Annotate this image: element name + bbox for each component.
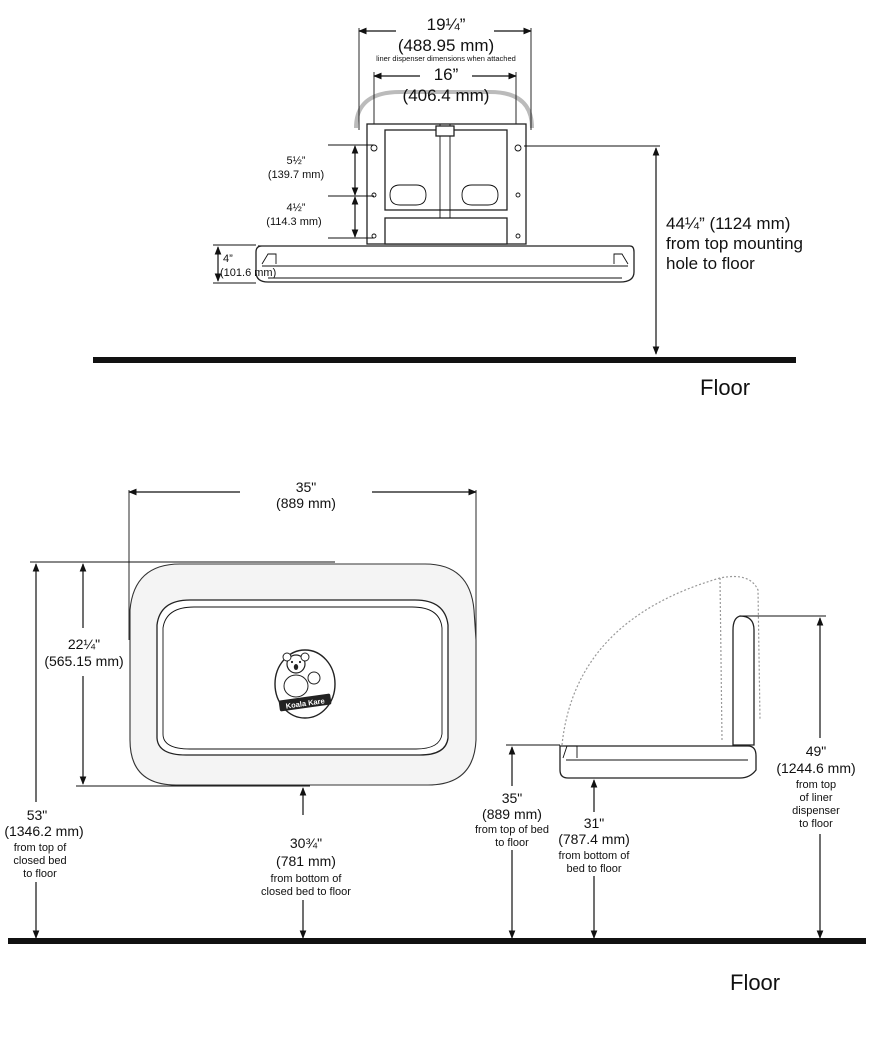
bottom-height-note1: from bottom of [271,873,343,885]
open-bed-arc [561,575,761,746]
bed-top-note2: to floor [495,837,529,849]
inner-width-label: 16” [434,65,459,84]
width-label: 35" [296,479,317,495]
outer-width-mm-label: (488.95 mm) [398,36,494,55]
bed-top-label: 35" [502,790,523,806]
floor-label: Floor [700,375,750,400]
dim-c-label: 4” [223,253,233,265]
height-label: 22¼" [68,636,100,652]
bottom-height-note2: closed bed to floor [261,886,351,898]
top-view: 19¼” (488.95 mm) liner dispenser dimensi… [93,15,803,400]
outer-width-label: 19¼” [427,15,466,34]
dim-b-mm-label: (114.3 mm) [266,216,321,228]
top-height-note2: closed bed [13,855,66,867]
bed-top-mm-label: (889 mm) [482,806,542,822]
bed-bottom-mm-label: (787.4 mm) [558,831,630,847]
top-height-note1: from top of [14,842,68,854]
floor-line [8,938,866,944]
dim-a-label: 5½” [287,155,306,167]
height-mm-label: (565.15 mm) [44,653,123,669]
mount-height-line2: from top mounting [666,234,803,253]
liner-top-mm-label: (1244.6 mm) [776,760,855,776]
bed-bottom-note2: bed to floor [566,863,621,875]
dim-b-label: 4½” [287,202,306,214]
bottom-height-label: 30¾" [290,835,322,851]
dim-c-mm-label: (101.6 mm) [220,267,276,279]
mount-height-line1: 44¼” (1124 mm) [666,214,790,233]
floor-label: Floor [730,970,780,995]
top-height-label: 53" [27,807,48,823]
bottom-view: 35" (889 mm) Koala Kare 22¼" (565 [4,479,866,995]
width-mm-label: (889 mm) [276,495,336,511]
liner-top-label: 49" [806,743,827,759]
top-height-note3: to floor [23,868,57,880]
top-height-mm-label: (1346.2 mm) [4,823,83,839]
floor-line [93,357,796,363]
liner-note-label: liner dispenser dimensions when attached [376,54,516,63]
changing-table-front [255,245,635,283]
changing-station-side [559,575,761,779]
liner-top-note3: dispenser [792,805,840,817]
liner-top-note4: to floor [799,818,833,830]
dim-a-mm-label: (139.7 mm) [268,169,324,181]
mounting-plate [366,123,527,245]
koala-kare-logo: Koala Kare [274,649,336,719]
liner-top-note2: of liner [799,792,832,804]
liner-top-note1: from top [796,779,836,791]
inner-width-mm-label: (406.4 mm) [403,86,490,105]
bed-top-note1: from top of bed [475,824,549,836]
bottom-height-mm-label: (781 mm) [276,853,336,869]
mount-height-line3: hole to floor [666,254,755,273]
liner-dispenser-outline [354,90,534,129]
bed-bottom-note1: from bottom of [559,850,631,862]
bed-bottom-label: 31" [584,815,605,831]
